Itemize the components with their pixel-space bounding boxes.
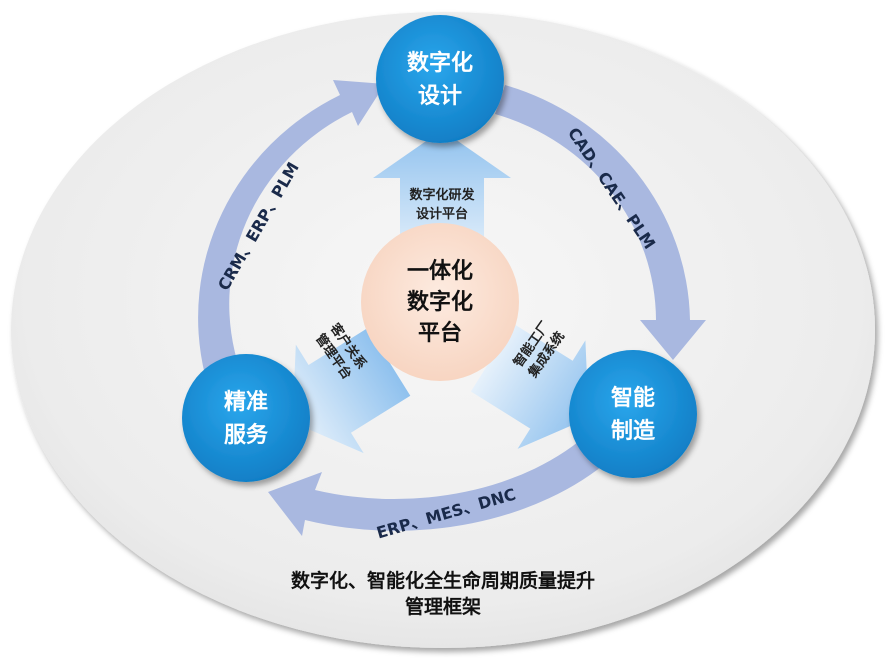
node-manufacturing-line2: 制造 [611,419,655,444]
loop-arrow-manufacturing-to-service [268,432,612,536]
inner-arrow-right [470,323,589,449]
node-service-line1: 精准 [224,389,268,415]
up-arrow-label-line1: 数字化研发 [409,187,475,203]
center-line1: 一体化 [407,258,473,284]
node-manufacturing: 智能 制造 [569,350,697,478]
node-manufacturing-circle [569,350,697,478]
loop-arrow-design-to-manufacturing [495,85,706,360]
loop-arrow-service-to-design [198,80,385,375]
center-circle [361,223,519,381]
node-service: 精准 服务 [182,354,310,482]
up-arrow-label-line2: 设计平台 [416,206,468,222]
node-design: 数字化 设计 [376,15,504,143]
center-line2: 数字化 [407,289,473,315]
center-line3: 平台 [418,320,462,346]
node-service-circle [182,354,310,482]
footer-line1: 数字化、智能化全生命周期质量提升 [291,569,595,592]
node-design-circle [376,15,504,143]
inner-arrow-left [292,327,411,454]
loop-arrows [198,80,706,536]
node-design-line1: 数字化 [407,50,473,76]
footer-line2: 管理框架 [405,595,481,618]
node-design-line2: 设计 [418,84,462,109]
inner-arrow-up [373,130,511,260]
node-service-line2: 服务 [224,423,269,448]
node-manufacturing-line1: 智能 [611,385,655,411]
